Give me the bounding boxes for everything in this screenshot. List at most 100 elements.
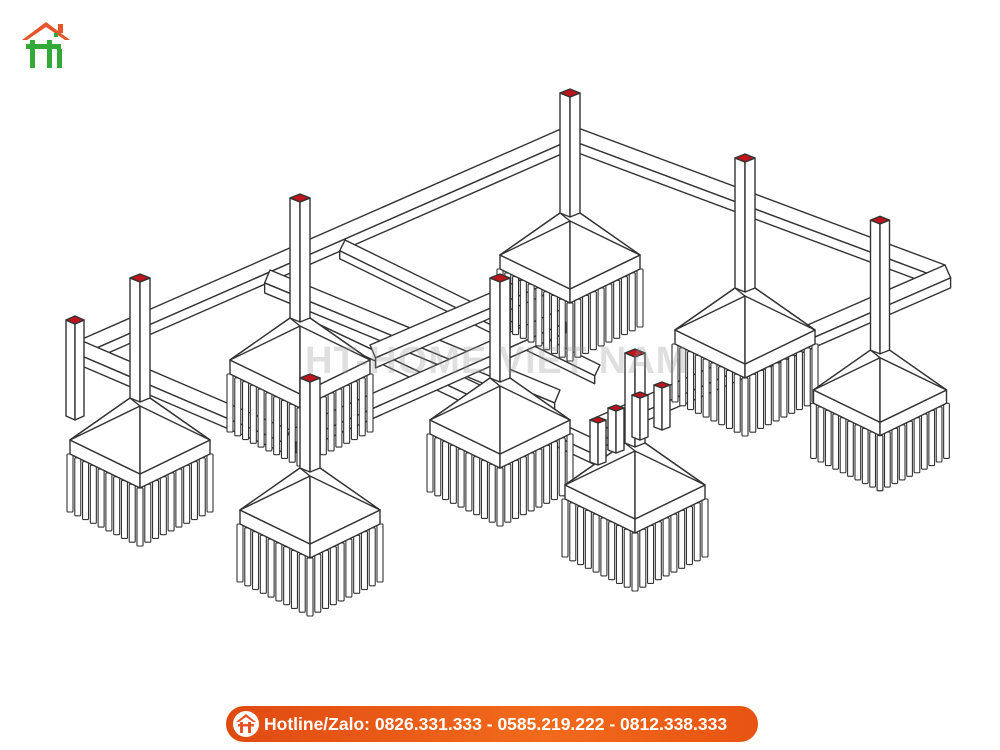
pile bbox=[920, 413, 928, 470]
pile bbox=[442, 441, 450, 501]
pile bbox=[319, 396, 327, 456]
pile bbox=[198, 457, 206, 517]
pile bbox=[943, 402, 950, 459]
column-cap bbox=[624, 348, 646, 358]
column-side bbox=[879, 219, 891, 355]
hotline-label: Hotline/Zalo: bbox=[264, 713, 370, 734]
pile bbox=[329, 546, 337, 606]
pile bbox=[861, 427, 869, 485]
pile bbox=[678, 509, 686, 569]
pile bbox=[449, 444, 457, 504]
column-side bbox=[744, 157, 756, 293]
pile bbox=[935, 406, 943, 463]
pile bbox=[82, 461, 90, 521]
column-side bbox=[559, 92, 571, 218]
pile bbox=[824, 409, 832, 467]
pile bbox=[152, 479, 160, 539]
pile-footing bbox=[426, 273, 574, 527]
pile bbox=[654, 521, 662, 581]
pile bbox=[519, 279, 527, 339]
hotline-numbers: 0826.331.333 - 0585.219.222 - 0812.338.3… bbox=[374, 713, 728, 734]
column-side bbox=[631, 394, 641, 441]
pile bbox=[913, 417, 921, 474]
pile-footings bbox=[65, 88, 950, 617]
pile bbox=[600, 517, 608, 577]
pile bbox=[639, 528, 647, 588]
pile bbox=[883, 431, 891, 488]
column-side bbox=[139, 277, 151, 403]
pile bbox=[566, 302, 574, 362]
pile bbox=[234, 377, 242, 437]
pile bbox=[288, 403, 296, 463]
pile bbox=[788, 354, 796, 414]
pile bbox=[519, 456, 527, 516]
column-side bbox=[569, 92, 581, 218]
column-cap bbox=[653, 381, 671, 389]
short-column bbox=[631, 391, 649, 441]
column-side bbox=[597, 419, 607, 466]
pile-footing bbox=[236, 373, 384, 617]
column-side bbox=[489, 277, 501, 383]
pile bbox=[558, 298, 566, 358]
column-cap bbox=[607, 404, 625, 412]
pile bbox=[693, 502, 701, 562]
pile bbox=[136, 487, 144, 547]
hotline-banner[interactable]: Hotline/Zalo: 0826.331.333 - 0585.219.22… bbox=[226, 706, 758, 742]
pile-footing bbox=[671, 153, 819, 437]
house-logo-icon bbox=[22, 22, 70, 68]
pile bbox=[584, 509, 592, 569]
pile bbox=[366, 373, 374, 433]
pile bbox=[183, 464, 191, 524]
pile bbox=[725, 369, 733, 429]
pile bbox=[368, 527, 376, 587]
pile bbox=[631, 532, 639, 592]
pile bbox=[527, 283, 535, 343]
pile bbox=[504, 463, 512, 523]
pile bbox=[252, 531, 260, 591]
pile bbox=[206, 453, 214, 513]
column-cap bbox=[734, 153, 756, 163]
pile bbox=[662, 517, 670, 577]
pile bbox=[457, 448, 465, 508]
pile bbox=[535, 448, 543, 508]
pile bbox=[628, 272, 636, 332]
column-side bbox=[289, 197, 301, 323]
pile bbox=[527, 452, 535, 512]
pile bbox=[569, 502, 577, 562]
pile bbox=[613, 279, 621, 339]
pile-footing bbox=[66, 273, 214, 547]
pile bbox=[190, 461, 198, 521]
pile bbox=[620, 276, 628, 336]
pile-footing bbox=[496, 88, 644, 362]
pile bbox=[242, 381, 250, 441]
pile bbox=[434, 437, 442, 497]
pile bbox=[733, 373, 741, 433]
column-cap bbox=[65, 315, 85, 325]
pile bbox=[582, 294, 590, 354]
pile bbox=[290, 549, 298, 609]
pile bbox=[480, 459, 488, 519]
pile bbox=[543, 291, 551, 351]
pile bbox=[350, 381, 358, 441]
column-side bbox=[607, 407, 617, 454]
pile bbox=[623, 528, 631, 588]
pile bbox=[488, 463, 496, 523]
column-side bbox=[129, 277, 141, 403]
column-side bbox=[74, 319, 85, 421]
pile bbox=[376, 523, 384, 583]
pile bbox=[120, 479, 128, 539]
column-side bbox=[589, 419, 599, 466]
pile bbox=[928, 409, 936, 467]
pile bbox=[757, 369, 765, 429]
pile bbox=[496, 467, 504, 527]
pile bbox=[592, 513, 600, 573]
pile bbox=[764, 366, 772, 426]
pile-footing bbox=[561, 348, 709, 592]
pile bbox=[426, 433, 434, 493]
pile bbox=[817, 406, 825, 463]
pile bbox=[283, 546, 291, 606]
pile bbox=[839, 417, 847, 474]
column-cap bbox=[589, 416, 607, 424]
pile bbox=[795, 351, 803, 411]
